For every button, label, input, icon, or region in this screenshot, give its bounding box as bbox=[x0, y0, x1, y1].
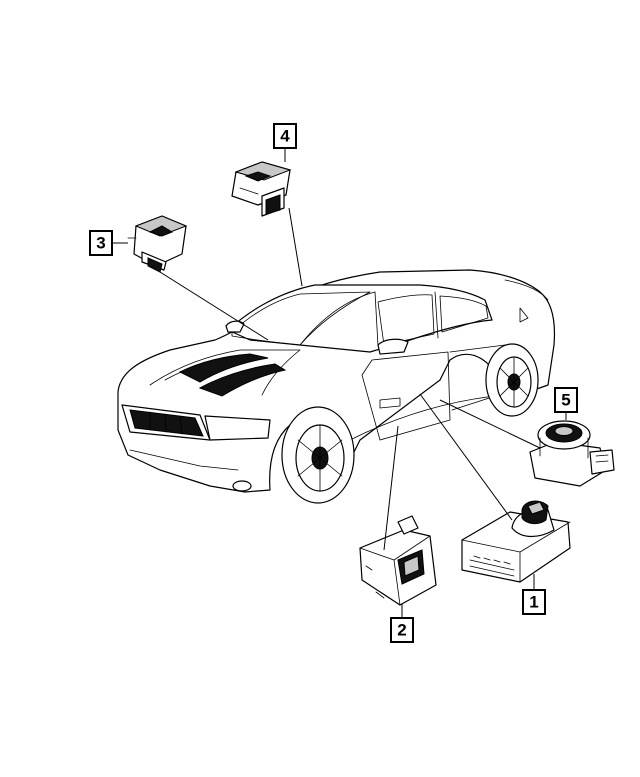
leader-4 bbox=[288, 207, 303, 287]
leader-2 bbox=[383, 425, 399, 551]
callout-1: 1 bbox=[522, 589, 546, 615]
leader-1 bbox=[419, 393, 513, 521]
leader-lines bbox=[112, 148, 567, 618]
vehicle-illustration bbox=[117, 269, 556, 504]
callout-4-label: 4 bbox=[280, 127, 290, 146]
callout-2-label: 2 bbox=[397, 621, 406, 640]
callout-5-label: 5 bbox=[561, 391, 570, 410]
callout-3-label: 3 bbox=[96, 234, 105, 253]
callout-4: 4 bbox=[273, 123, 297, 149]
part-4-switch bbox=[231, 161, 292, 217]
part-3-switch bbox=[127, 215, 188, 273]
part-1-module bbox=[461, 500, 571, 583]
part-5-motor bbox=[529, 420, 615, 487]
callout-1-label: 1 bbox=[529, 593, 538, 612]
part-2-module bbox=[359, 515, 437, 606]
leader-3 bbox=[159, 271, 269, 341]
callout-2: 2 bbox=[390, 617, 414, 643]
leader-5 bbox=[439, 399, 541, 449]
callout-3: 3 bbox=[89, 230, 113, 256]
callout-5: 5 bbox=[554, 387, 578, 413]
